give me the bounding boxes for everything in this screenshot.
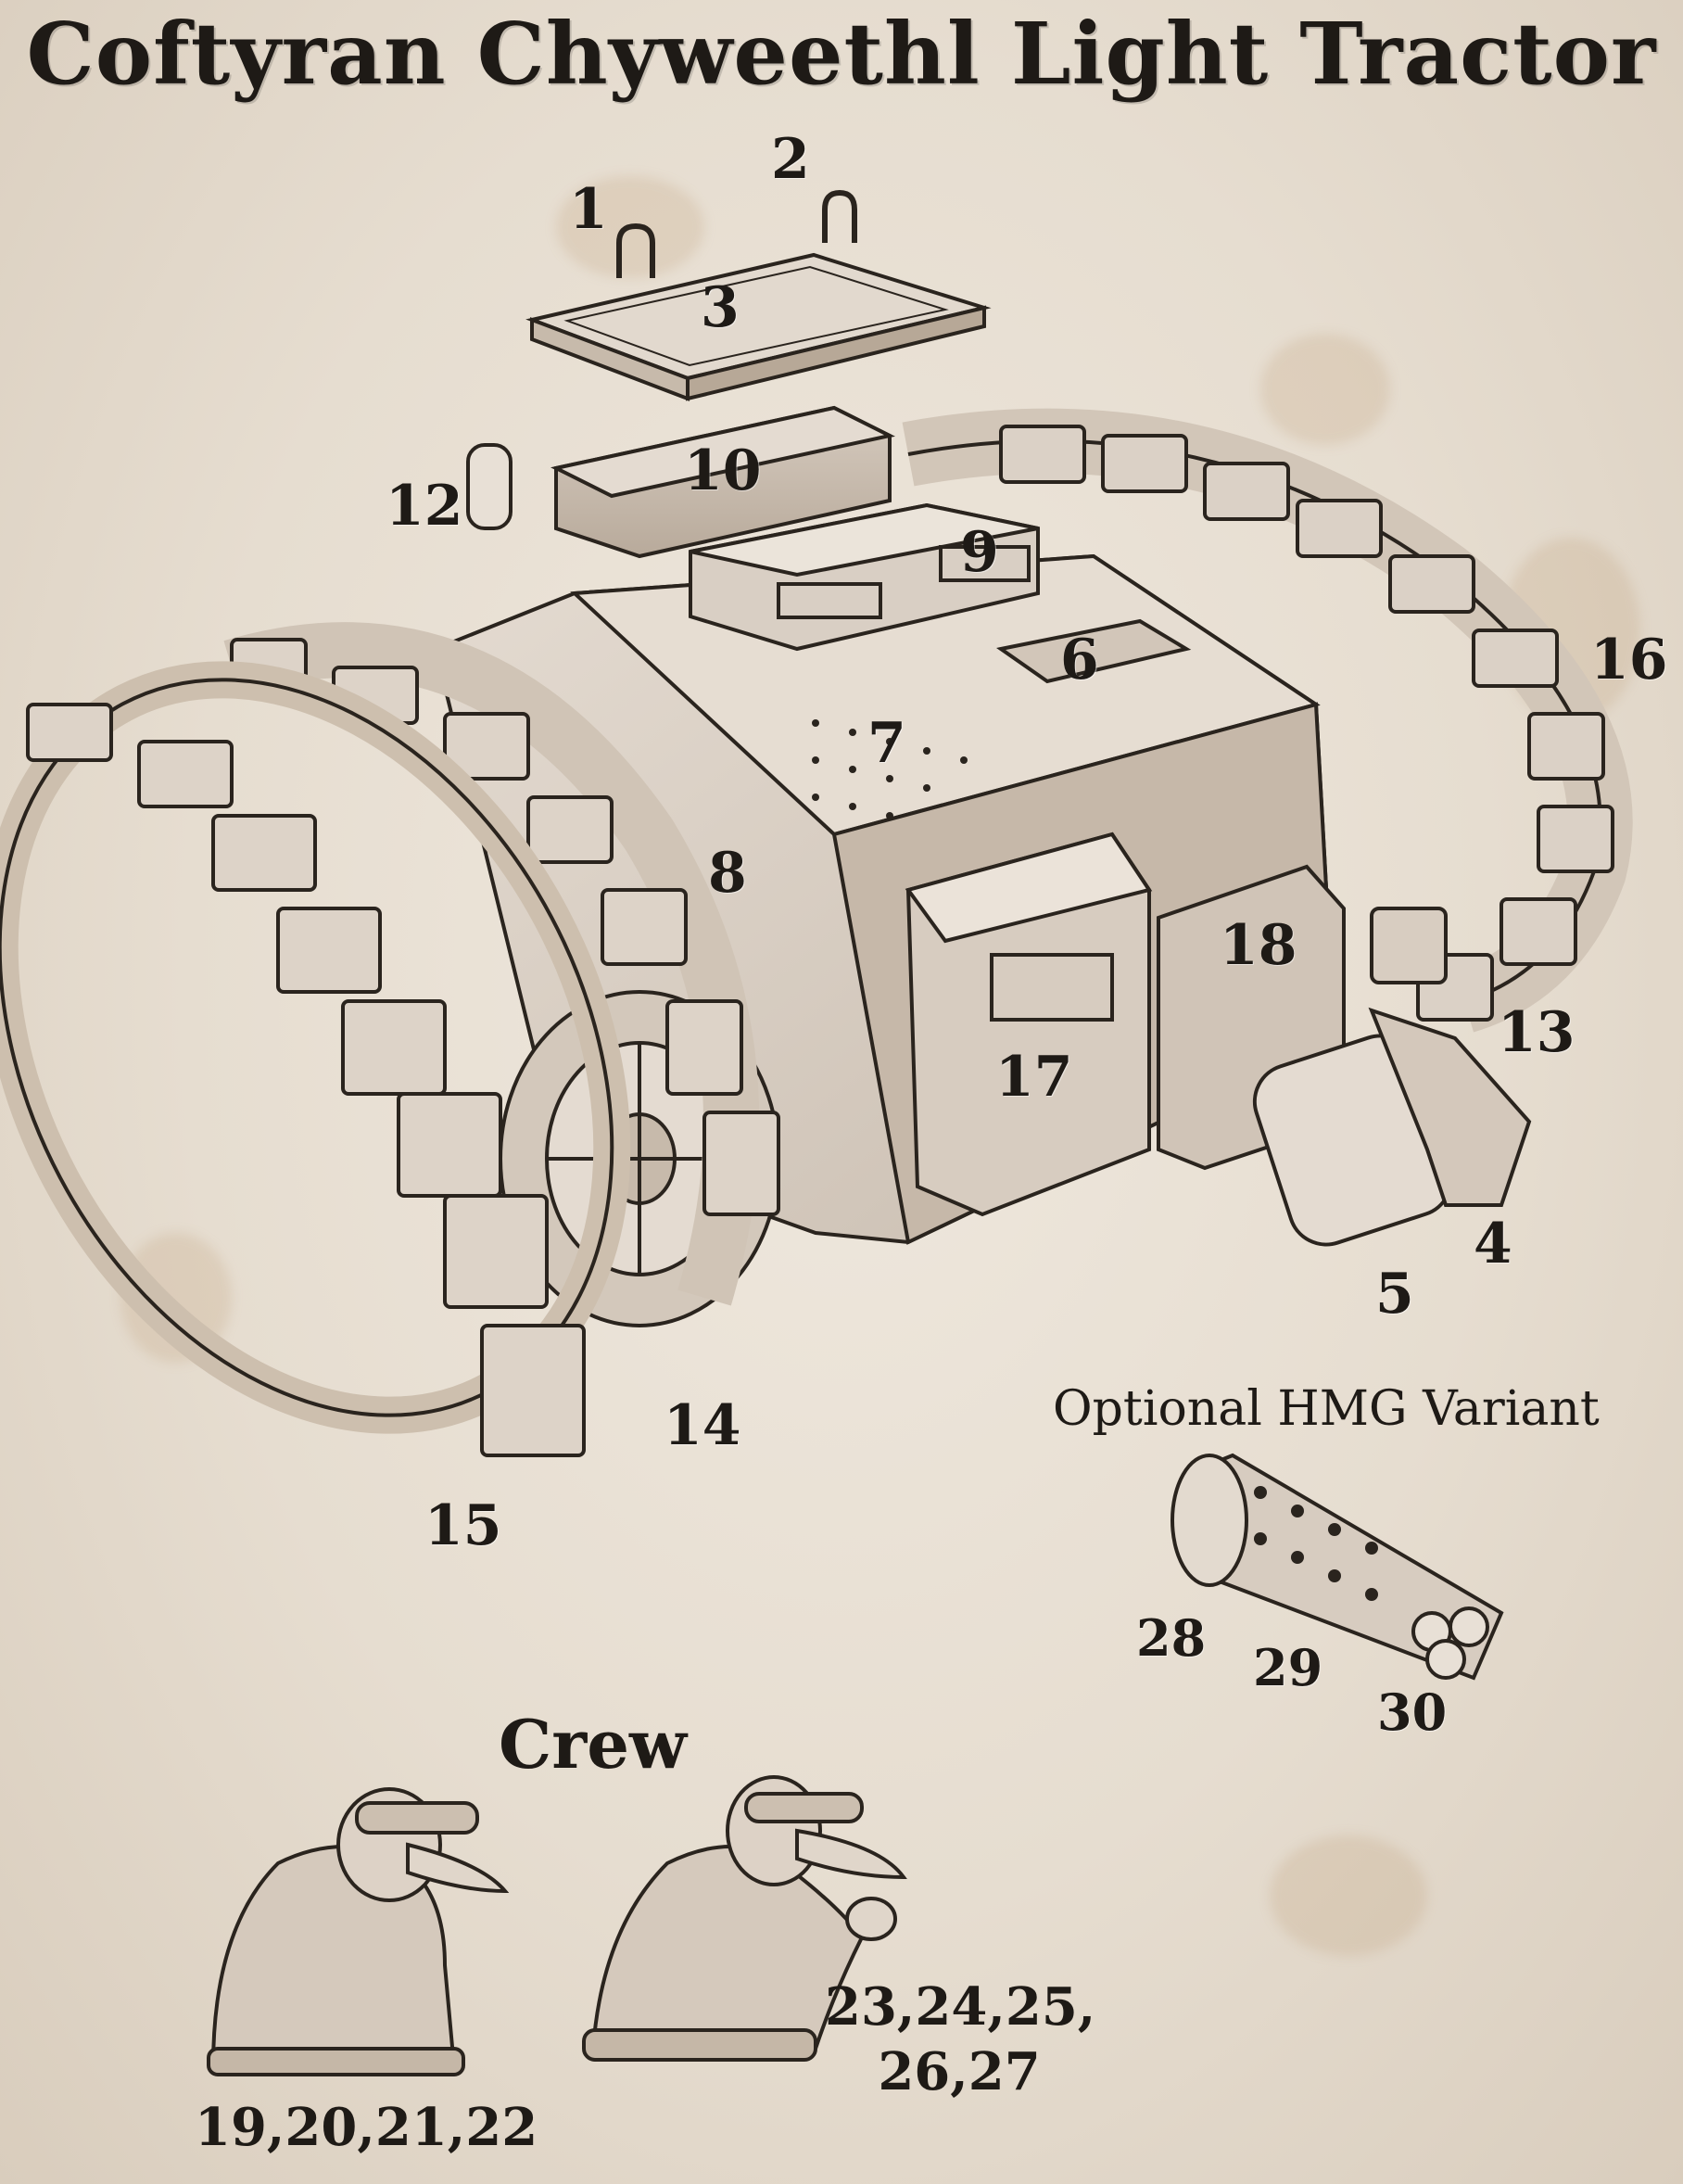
barrel-cap-part-4 bbox=[1368, 1007, 1532, 1207]
callout-13: 13 bbox=[1498, 1000, 1575, 1065]
hatch-part-6 bbox=[996, 618, 1192, 684]
callout-16: 16 bbox=[1590, 628, 1668, 692]
crew-figure-b-parts-line1: 23,24,25, bbox=[825, 1976, 1096, 2038]
turret-wall-part-10 bbox=[550, 405, 895, 559]
hmg-variant-label: Optional HMG Variant bbox=[1053, 1381, 1600, 1437]
callout-2: 2 bbox=[771, 127, 810, 192]
crew-figure-b bbox=[582, 1775, 907, 2062]
crew-label: Crew bbox=[499, 1705, 688, 1784]
callout-1: 1 bbox=[569, 177, 608, 242]
callout-3: 3 bbox=[701, 275, 740, 340]
callout-9: 9 bbox=[960, 520, 999, 585]
callout-4: 4 bbox=[1474, 1212, 1512, 1276]
callout-14: 14 bbox=[664, 1393, 741, 1458]
hmg-barrels bbox=[1171, 1453, 1504, 1681]
callout-10: 10 bbox=[684, 438, 762, 503]
callout-18: 18 bbox=[1220, 913, 1297, 978]
track-part-16 bbox=[902, 408, 1633, 1033]
callout-6: 6 bbox=[1060, 628, 1099, 692]
callout-7: 7 bbox=[867, 711, 906, 776]
track-part-8 bbox=[223, 622, 780, 1306]
crew-figure-a bbox=[207, 1787, 510, 2076]
callout-30: 30 bbox=[1377, 1682, 1448, 1742]
callout-8: 8 bbox=[708, 841, 747, 906]
hatch-plate-part-3 bbox=[525, 252, 992, 401]
callout-29: 29 bbox=[1253, 1638, 1323, 1697]
side-armor-part-17 bbox=[905, 832, 1153, 1217]
callout-17: 17 bbox=[995, 1045, 1073, 1110]
cylinder-part-12 bbox=[466, 443, 512, 530]
track-segment-part-13 bbox=[1370, 907, 1448, 984]
callout-15: 15 bbox=[424, 1493, 502, 1558]
callout-28: 28 bbox=[1136, 1608, 1207, 1668]
crew-figure-b-parts-line2: 26,27 bbox=[878, 2041, 1041, 2102]
hook-part-2 bbox=[822, 189, 857, 243]
turret-box-part-9 bbox=[689, 502, 1040, 652]
callout-5: 5 bbox=[1375, 1262, 1414, 1327]
track-part-15 bbox=[0, 661, 631, 1457]
page-title: Coftyran Chyweethl Light Tractor bbox=[26, 4, 1657, 104]
paper-stain bbox=[1260, 334, 1390, 445]
paper-stain bbox=[1270, 1835, 1427, 1956]
callout-12: 12 bbox=[386, 474, 463, 539]
crew-figure-a-parts: 19,20,21,22 bbox=[195, 2097, 538, 2158]
hook-part-1 bbox=[616, 222, 655, 278]
